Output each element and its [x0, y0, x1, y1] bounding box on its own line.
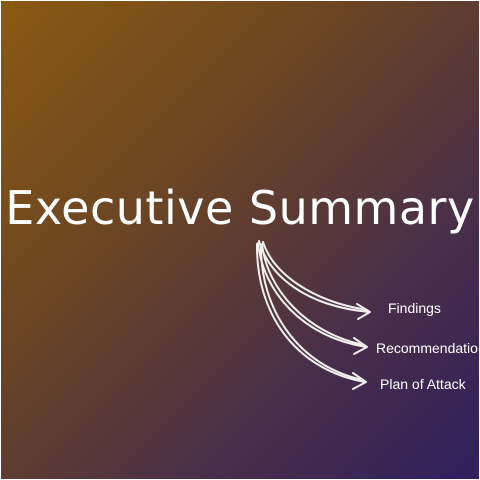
arrow-2-head [353, 337, 368, 355]
arrow-2 [257, 242, 367, 348]
item-findings: Findings [388, 300, 441, 316]
item-plan-of-attack: Plan of Attack [380, 376, 466, 392]
arrow-1-head [356, 303, 371, 320]
slide-title: Executive Summary [5, 181, 475, 235]
arrow-1 [258, 240, 370, 313]
arrow-2-b [261, 243, 365, 346]
arrow-3 [255, 243, 366, 383]
item-recommendations: Recommendations [376, 340, 479, 356]
arrow-1-b [262, 241, 368, 311]
arrow-3-b [259, 244, 364, 381]
arrow-3-head [352, 372, 367, 390]
